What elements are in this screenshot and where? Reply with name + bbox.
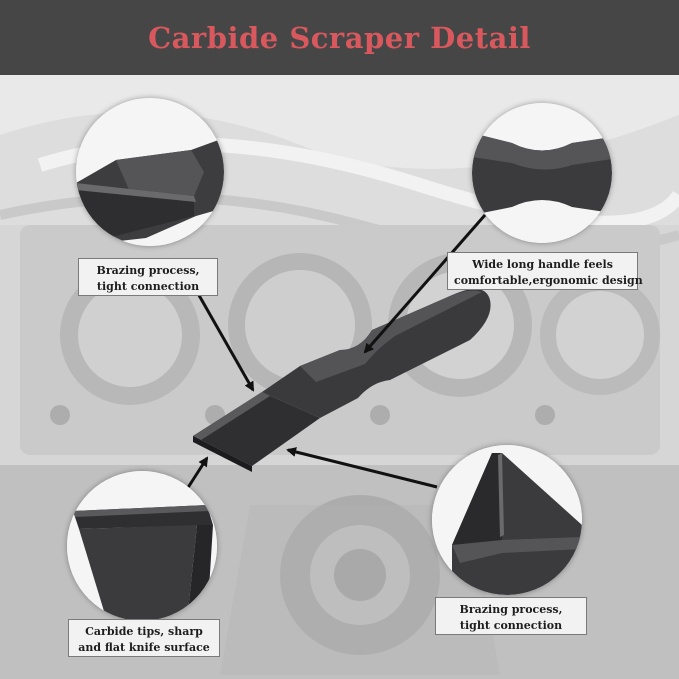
header-bar: Carbide Scraper Detail	[0, 0, 679, 75]
zoom-lens-carbide-tip	[67, 471, 217, 621]
callout-line: Wide long handle feels	[472, 258, 613, 271]
callout-line: Brazing process,	[96, 264, 200, 277]
scraper-handle	[262, 288, 491, 418]
callout-handle-top-right: Wide long handle feels comfortable,ergon…	[447, 252, 643, 290]
scraper-blade	[193, 392, 320, 466]
callout-line: Carbide tips, sharp	[85, 625, 203, 638]
zoom-lens-brazing-joint-top	[76, 98, 224, 246]
callout-line: tight connection	[96, 280, 200, 293]
page-title: Carbide Scraper Detail	[148, 20, 531, 55]
callout-line: and flat knife surface	[78, 641, 210, 654]
callout-brazing-top-left: Brazing process, tight connection	[78, 258, 218, 296]
callout-brazing-bottom-right: Brazing process, tight connection	[435, 597, 587, 635]
callout-line: Brazing process,	[459, 603, 563, 616]
callout-line: comfortable,ergonomic design	[454, 274, 643, 287]
zoom-lens-brazing-joint-side	[432, 445, 582, 595]
callout-carbide-tip-bottom-left: Carbide tips, sharp and flat knife surfa…	[68, 619, 220, 657]
zoom-lens-handle	[472, 103, 612, 243]
callout-line: tight connection	[459, 619, 563, 632]
